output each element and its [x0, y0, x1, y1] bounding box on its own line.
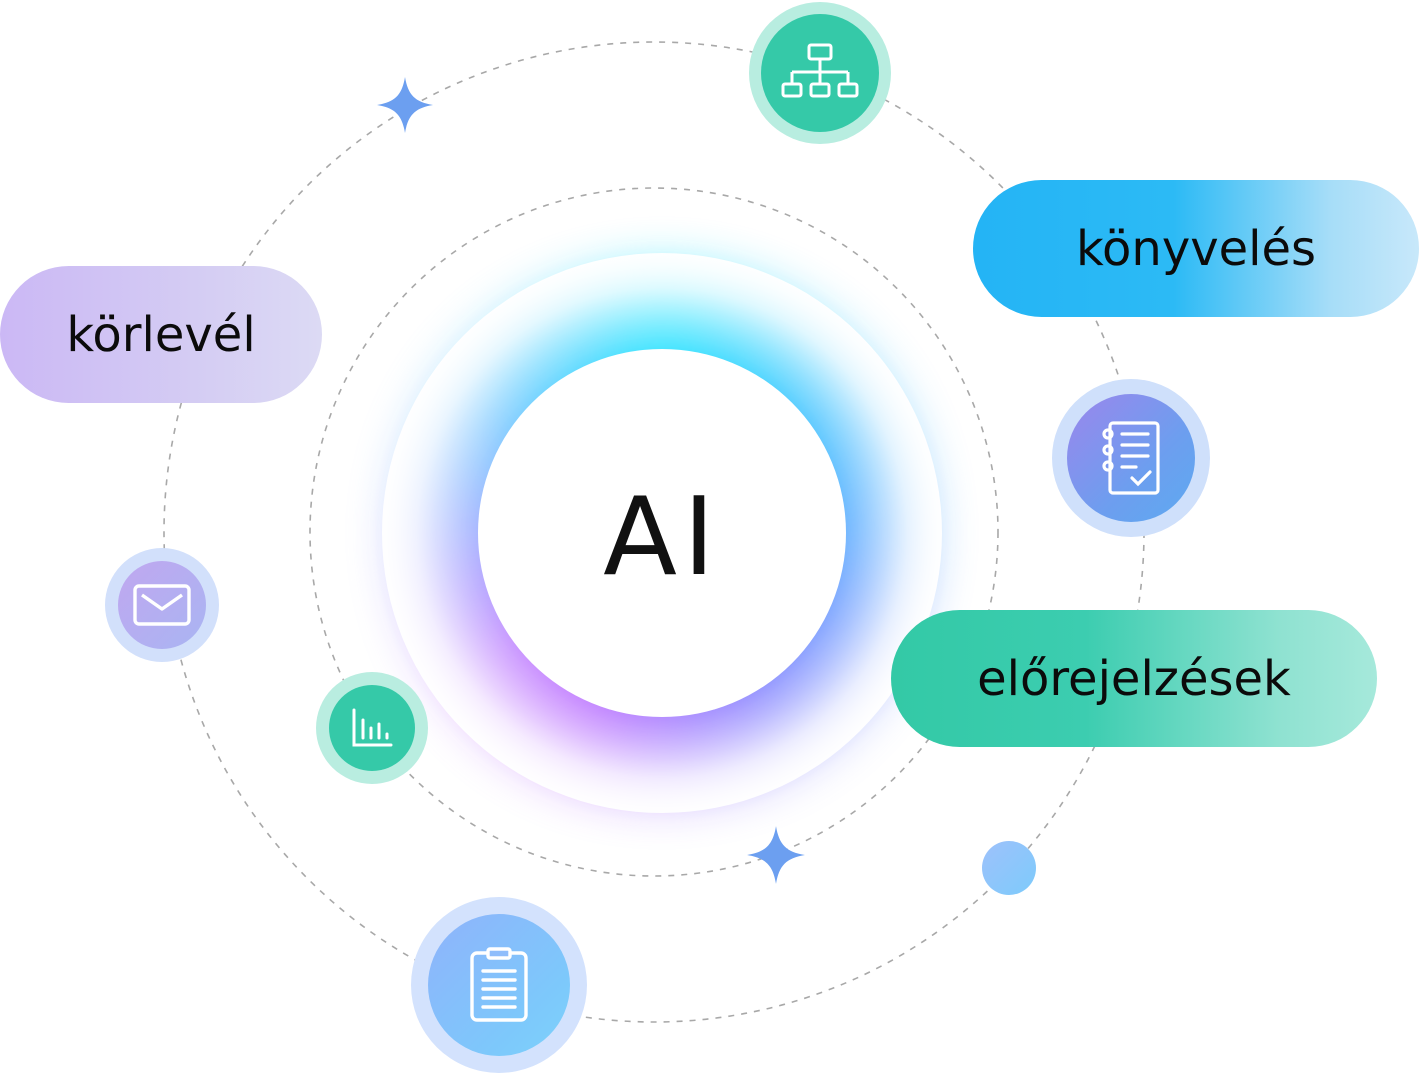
chart-badge [316, 672, 428, 784]
sparkle-icon [377, 77, 433, 133]
clipboard-icon [470, 947, 528, 1022]
ai-core: AI [478, 349, 846, 717]
mail-badge-inner [118, 561, 206, 649]
pill-konyveles-label: könyvelés [1075, 220, 1317, 277]
pill-konyveles: könyvelés [973, 180, 1419, 317]
clipboard-badge [411, 897, 587, 1073]
chart-badge-inner [329, 685, 415, 771]
clipboard-badge-inner [428, 914, 570, 1056]
checklist-badge [1052, 379, 1210, 537]
sitemap-badge-inner [761, 14, 879, 132]
bar-chart-icon [352, 708, 393, 747]
ai-label: AI [603, 475, 721, 600]
sitemap-badge [749, 2, 891, 144]
pill-elorejelzesek-label: előrejelzések [977, 650, 1291, 707]
checklist-badge-inner [1067, 394, 1195, 522]
mail-icon [133, 584, 191, 626]
pill-korlevel: körlevél [0, 266, 322, 403]
orbit-dot [982, 841, 1036, 895]
pill-korlevel-label: körlevél [66, 306, 256, 363]
pill-elorejelzesek: előrejelzések [891, 610, 1377, 747]
sparkle-icon [747, 826, 805, 884]
mail-badge [105, 548, 219, 662]
sitemap-icon [781, 43, 859, 98]
checklist-icon [1102, 421, 1160, 495]
